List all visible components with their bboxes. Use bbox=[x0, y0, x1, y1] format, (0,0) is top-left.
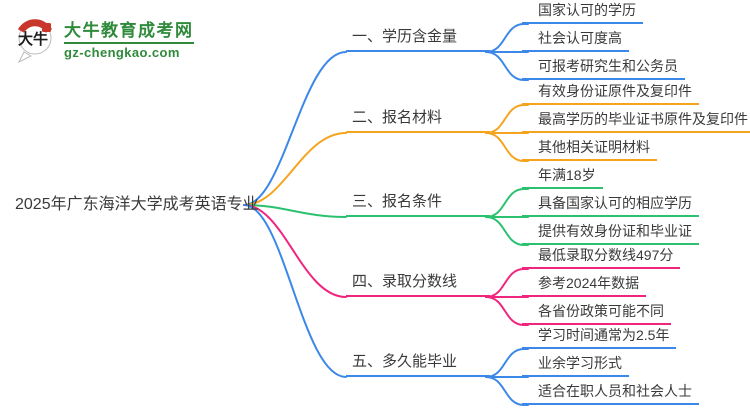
site-logo: 大牛 大牛教育成考网 gz-chengkao.com bbox=[13, 17, 194, 63]
svg-text:大牛: 大牛 bbox=[18, 30, 48, 48]
branch-3-sub-1: 年满18岁 bbox=[522, 165, 603, 189]
logo-divider bbox=[64, 42, 194, 44]
branch-3-sub-3: 提供有效身份证和毕业证 bbox=[522, 221, 699, 245]
branch-5-sub-3: 适合在职人员和社会人士 bbox=[522, 381, 699, 405]
branch-4-sub-1: 最低录取分数线497分 bbox=[522, 245, 681, 269]
branch-2-sub-3: 其他相关证明材料 bbox=[522, 137, 657, 161]
branch-2-curve bbox=[243, 132, 347, 206]
branch-2-label: 二、报名材料 bbox=[346, 107, 490, 133]
branch-3-curve bbox=[243, 204, 347, 218]
branch-5-sub-2: 业余学习形式 bbox=[522, 353, 629, 377]
branch-4-sub-3: 各省份政策可能不同 bbox=[522, 301, 671, 325]
branch-1-sub-1: 国家认可的学历 bbox=[522, 0, 643, 24]
branch-2-sub-2: 最高学历的毕业证书原件及复印件 bbox=[522, 109, 750, 133]
root-node: 2025年广东海洋大学成考英语专业 bbox=[15, 196, 259, 213]
branch-2-sub-1: 有效身份证原件及复印件 bbox=[522, 81, 699, 105]
branch-1-sub-2: 社会认可度高 bbox=[522, 28, 629, 52]
branch-1-label: 一、学历含金量 bbox=[346, 26, 490, 52]
branch-5-curve bbox=[243, 204, 347, 378]
branch-4-sub-2: 参考2024年数据 bbox=[522, 273, 647, 297]
branch-3-sub-2: 具备国家认可的相应学历 bbox=[522, 193, 699, 217]
branch-4-label: 四、录取分数线 bbox=[346, 271, 490, 297]
branch-4-curve bbox=[243, 204, 347, 298]
branch-5-label: 五、多久能毕业 bbox=[346, 351, 490, 377]
branch-1-curve bbox=[243, 51, 347, 206]
branch-5-sub-1: 学习时间通常为2.5年 bbox=[522, 325, 677, 349]
site-name: 大牛教育成考网 bbox=[64, 21, 194, 40]
daniu-bull-icon: 大牛 bbox=[17, 19, 53, 63]
branch-3-label: 三、报名条件 bbox=[346, 191, 490, 217]
branch-1-sub-3: 可报考研究生和公务员 bbox=[522, 56, 685, 80]
site-url: gz-chengkao.com bbox=[64, 45, 180, 60]
